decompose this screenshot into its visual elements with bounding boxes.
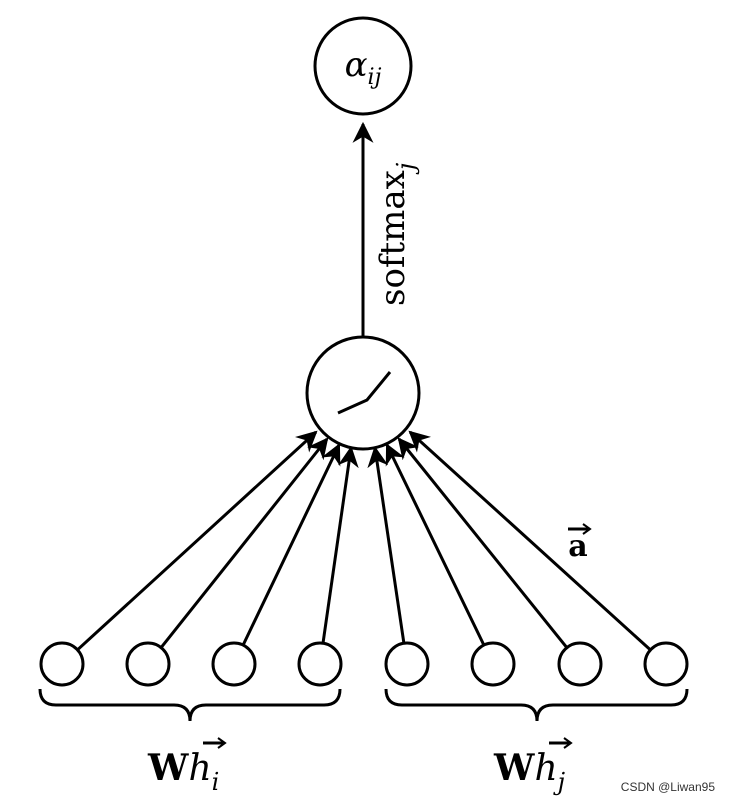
svg-text:αij: αij xyxy=(345,45,382,90)
brace-i xyxy=(38,688,342,722)
input-edge xyxy=(321,445,359,644)
input-edge xyxy=(385,443,486,646)
group-label-i: Whi xyxy=(147,747,219,796)
attention-vector-arrow-icon xyxy=(568,523,592,535)
attention-vector-text: a xyxy=(568,529,587,564)
input-node-j xyxy=(557,641,603,687)
input-edge xyxy=(397,437,568,649)
group-i-subscript: i xyxy=(212,768,220,796)
activation-node xyxy=(305,335,421,451)
group-label-j: Whj xyxy=(493,747,566,796)
input-edge xyxy=(159,437,329,649)
input-node-i xyxy=(211,641,257,687)
input-edges xyxy=(76,430,652,652)
input-node-i xyxy=(125,641,171,687)
input-edge xyxy=(76,430,318,651)
attention-vector-label: a xyxy=(568,529,587,564)
brace-j xyxy=(384,688,689,722)
input-nodes xyxy=(39,641,689,687)
group-i-vector-arrow-icon xyxy=(203,737,227,749)
group-j-vector-arrow-icon xyxy=(549,737,573,749)
input-edge xyxy=(367,445,406,644)
group-i-matrix: W xyxy=(147,747,189,789)
input-node-j xyxy=(384,641,430,687)
group-i-vector: h xyxy=(188,748,211,789)
input-node-i xyxy=(39,641,85,687)
output-subscript: ij xyxy=(368,65,382,90)
group-j-vector: h xyxy=(534,748,557,789)
input-edge xyxy=(241,443,341,646)
output-node: αij xyxy=(313,16,413,116)
input-node-i xyxy=(297,641,343,687)
group-j-matrix: W xyxy=(493,747,535,789)
output-symbol: α xyxy=(345,45,368,85)
input-edge xyxy=(408,430,652,652)
watermark: CSDN @Liwan95 xyxy=(621,780,716,794)
softmax-label: softmaxj xyxy=(373,162,420,306)
input-node-j xyxy=(643,641,689,687)
activation-icon xyxy=(337,371,392,415)
input-node-j xyxy=(470,641,516,687)
softmax-text: softmax xyxy=(373,170,413,306)
